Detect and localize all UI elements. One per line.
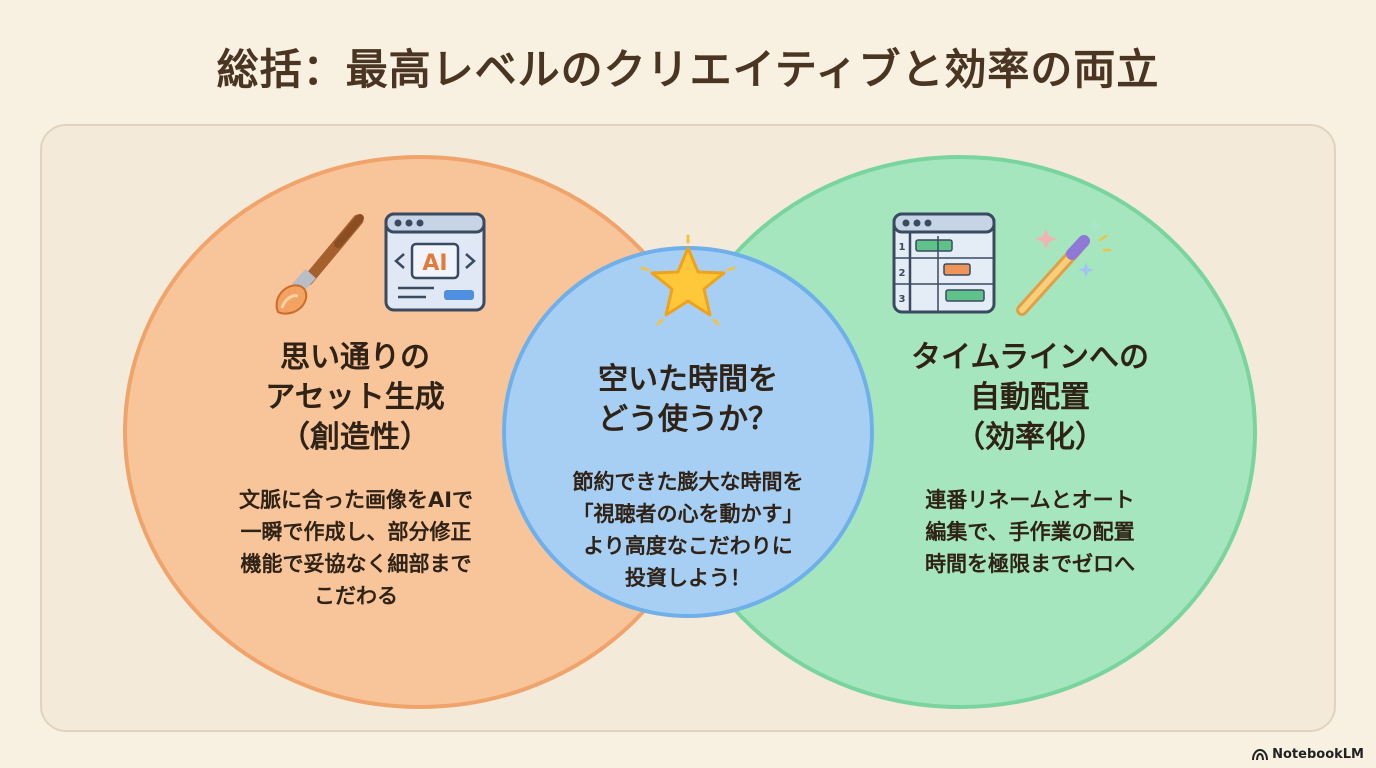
row-label-3: 3 bbox=[899, 294, 906, 305]
center-body-line: 投資しよう！ bbox=[625, 566, 751, 590]
page-title: 総括：最高レベルのクリエイティブと効率の両立 bbox=[216, 45, 1160, 94]
left-body-line: こだわる bbox=[314, 584, 398, 608]
left-body: 文脈に合った画像をAIで 一瞬で作成し、部分修正 機能で妥協なく細部まで こだわ… bbox=[186, 484, 526, 612]
left-heading-line: 思い通りの bbox=[280, 340, 430, 375]
right-body-line: 時間を極限までゼロへ bbox=[925, 552, 1135, 576]
row-label-2: 2 bbox=[899, 268, 906, 279]
right-heading-line: タイムラインへの bbox=[911, 340, 1149, 375]
timeline-window-icon: 1 2 3 bbox=[892, 212, 996, 314]
right-body-line: 連番リネームとオート bbox=[925, 488, 1135, 512]
center-heading-line: どう使うか？ bbox=[598, 402, 778, 437]
row-label-1: 1 bbox=[899, 242, 906, 253]
ai-label: AI bbox=[422, 251, 447, 276]
left-body-line: 一瞬で作成し、部分修正 bbox=[240, 520, 472, 544]
right-heading: タイムラインへの 自動配置 （効率化） bbox=[880, 338, 1180, 458]
star-icon bbox=[640, 234, 736, 326]
left-body-line: 機能で妥協なく細部まで bbox=[240, 552, 472, 576]
logo-text: NotebookLM bbox=[1272, 747, 1364, 762]
right-body: 連番リネームとオート 編集で、手作業の配置 時間を極限までゼロへ bbox=[870, 484, 1190, 580]
left-heading-line: アセット生成 bbox=[265, 380, 445, 415]
notebooklm-logo-icon bbox=[1252, 748, 1269, 760]
center-heading-line: 空いた時間を bbox=[598, 362, 778, 397]
right-heading-line: （効率化） bbox=[955, 420, 1105, 455]
left-heading: 思い通りの アセット生成 （創造性） bbox=[230, 338, 480, 458]
magic-wand-icon bbox=[1016, 218, 1112, 316]
center-heading: 空いた時間を どう使うか？ bbox=[548, 360, 828, 440]
notebooklm-logo: NotebookLM bbox=[1252, 747, 1364, 762]
left-body-line: 文脈に合った画像をAIで bbox=[238, 488, 474, 512]
right-heading-line: 自動配置 bbox=[970, 380, 1090, 415]
paintbrush-icon bbox=[275, 214, 364, 315]
center-body-line: より高度なこだわりに bbox=[583, 534, 793, 558]
ai-window-icon: AI bbox=[384, 212, 486, 312]
center-body: 節約できた膨大な時間を 「視聴者の心を動かす」 より高度なこだわりに 投資しよう… bbox=[528, 466, 848, 594]
right-body-line: 編集で、手作業の配置 bbox=[925, 520, 1135, 544]
center-body-line: 「視聴者の心を動かす」 bbox=[572, 502, 804, 526]
center-body-line: 節約できた膨大な時間を bbox=[572, 470, 804, 494]
left-heading-line: （創造性） bbox=[280, 420, 430, 455]
